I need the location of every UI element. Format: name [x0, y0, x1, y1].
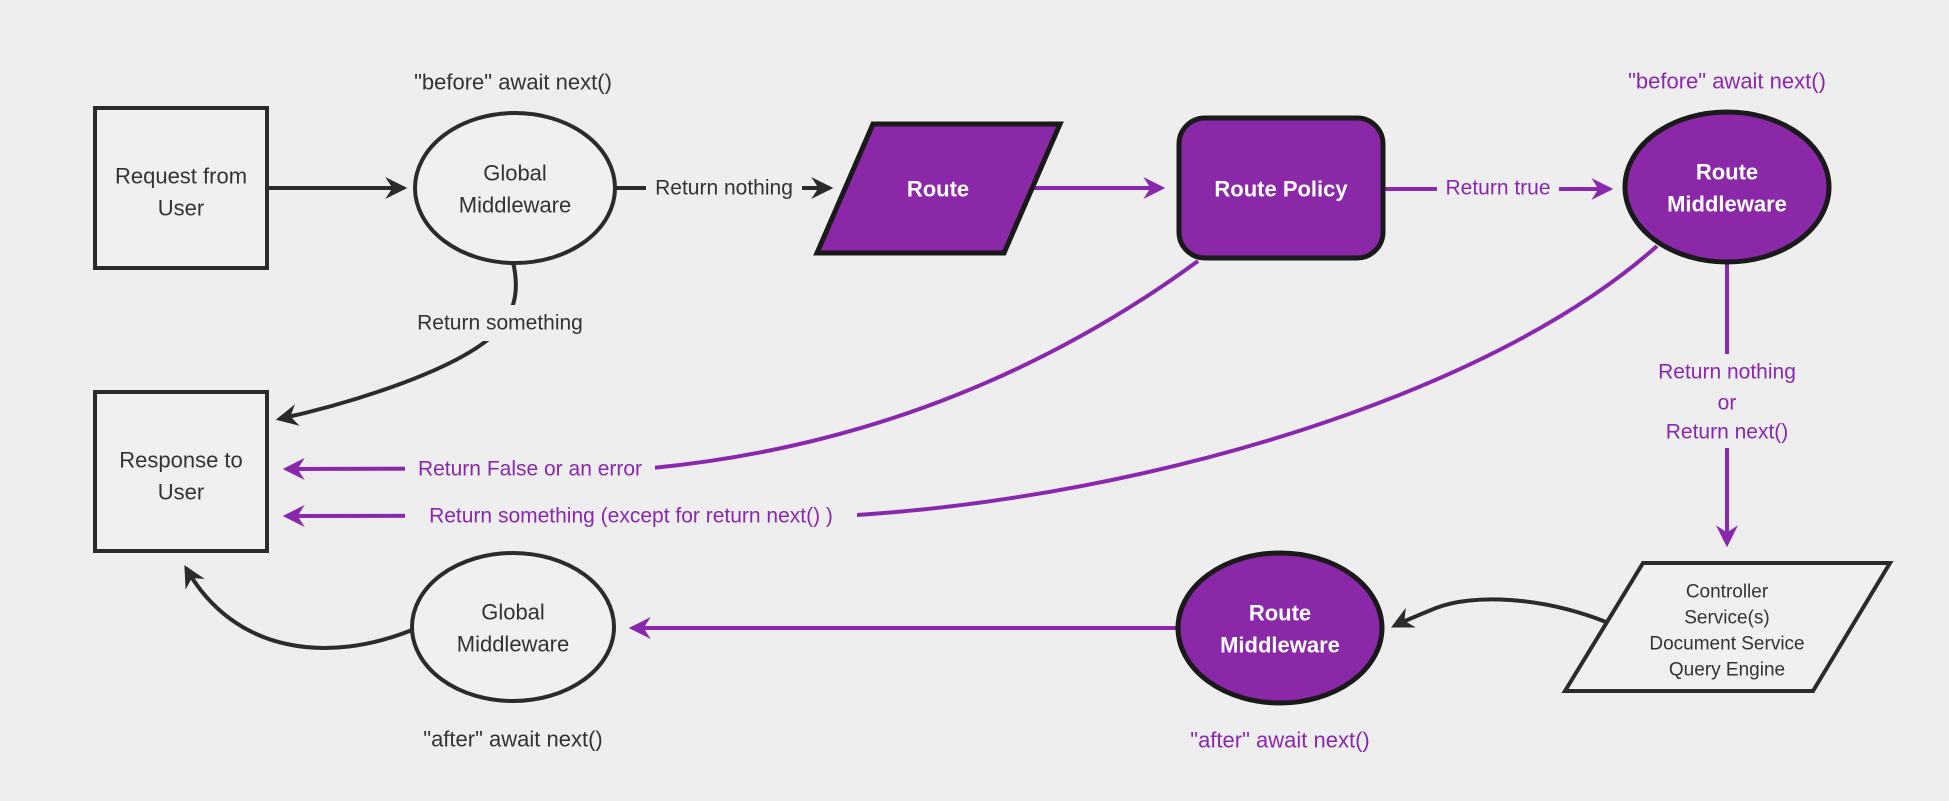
global-middleware-bottom-ellipse: [410, 551, 616, 703]
route-middleware-top-label-line1: Route: [1696, 160, 1758, 185]
response-to-user-box: [93, 390, 269, 553]
controller-label-line1: Controller: [1686, 582, 1769, 603]
annotation-after-await-next-route: "after" await next(): [1190, 728, 1369, 753]
edge-label-return-true: Return true: [1445, 177, 1550, 200]
edge-label-background: [1437, 170, 1559, 206]
edge-label-return-nothing-or-line3: Return next(): [1666, 421, 1789, 444]
edge-label-return-nothing-or-line2: or: [1718, 392, 1737, 415]
edge-label-background: [405, 498, 857, 534]
edge-label-background: [646, 170, 802, 206]
edge-route-middleware-return-something-except: [282, 244, 1659, 527]
node-route: Route: [813, 121, 1064, 256]
global-middleware-bottom-label-line1: Global: [481, 600, 545, 625]
node-request-from-user: Request from User: [93, 106, 269, 270]
annotation-after-await-next-global: "after" await next(): [423, 727, 602, 752]
route-middleware-bottom-ellipse: [1175, 550, 1385, 706]
route-middleware-top-ellipse: [1622, 109, 1832, 265]
edge-label-background: [1641, 354, 1813, 448]
node-global-middleware-top: Global Middleware: [413, 111, 617, 265]
edge-label-background: [407, 305, 593, 341]
edge-label-background: [405, 451, 655, 487]
edge-global-middleware-bottom-to-response: [184, 565, 413, 650]
route-parallelogram: [813, 121, 1064, 256]
edge-label-return-false-or-error: Return False or an error: [418, 458, 642, 481]
node-global-middleware-bottom: Global Middleware: [410, 551, 616, 703]
global-middleware-top-label-line1: Global: [483, 161, 547, 186]
route-middleware-bottom-label-line1: Route: [1249, 601, 1311, 626]
node-route-middleware-top: Route Middleware: [1622, 109, 1832, 265]
controller-label-line4: Query Engine: [1669, 660, 1785, 681]
route-middleware-top-label-line2: Middleware: [1667, 192, 1787, 217]
annotation-before-await-next-global: "before" await next(): [414, 70, 612, 95]
request-from-user-label-line2: User: [158, 196, 204, 221]
route-policy-label: Route Policy: [1214, 177, 1348, 202]
edge-controller-to-route-middleware-bottom: [1391, 597, 1607, 628]
request-from-user-box: [93, 106, 269, 270]
node-route-policy: Route Policy: [1176, 115, 1386, 261]
route-middleware-bottom-label-line2: Middleware: [1220, 633, 1340, 658]
global-middleware-bottom-label-line2: Middleware: [457, 632, 570, 657]
node-response-to-user: Response to User: [93, 390, 269, 553]
edge-label-return-nothing-or-line1: Return nothing: [1658, 361, 1796, 384]
response-to-user-label-line2: User: [158, 480, 204, 505]
edge-route-policy-return-false: [282, 259, 1200, 480]
route-policy-box: [1176, 115, 1386, 261]
request-from-user-label-line1: Request from: [115, 164, 247, 189]
edge-label-return-nothing: Return nothing: [655, 177, 793, 200]
node-route-middleware-bottom: Route Middleware: [1175, 550, 1385, 706]
edge-label-return-something: Return something: [417, 312, 583, 335]
node-controller-services: Controller Service(s) Document Service Q…: [1561, 561, 1894, 693]
controller-label-line3: Document Service: [1649, 634, 1804, 655]
global-middleware-top-label-line2: Middleware: [459, 193, 572, 218]
edge-label-return-something-except: Return something (except for return next…: [429, 505, 833, 528]
route-label: Route: [907, 177, 969, 202]
annotation-before-await-next-route: "before" await next(): [1628, 69, 1826, 94]
response-to-user-label-line1: Response to: [119, 448, 243, 473]
controller-parallelogram: [1561, 561, 1894, 693]
controller-label-line2: Service(s): [1684, 608, 1770, 629]
global-middleware-top-ellipse: [413, 111, 617, 265]
edge-global-middleware-return-something: [275, 261, 518, 426]
